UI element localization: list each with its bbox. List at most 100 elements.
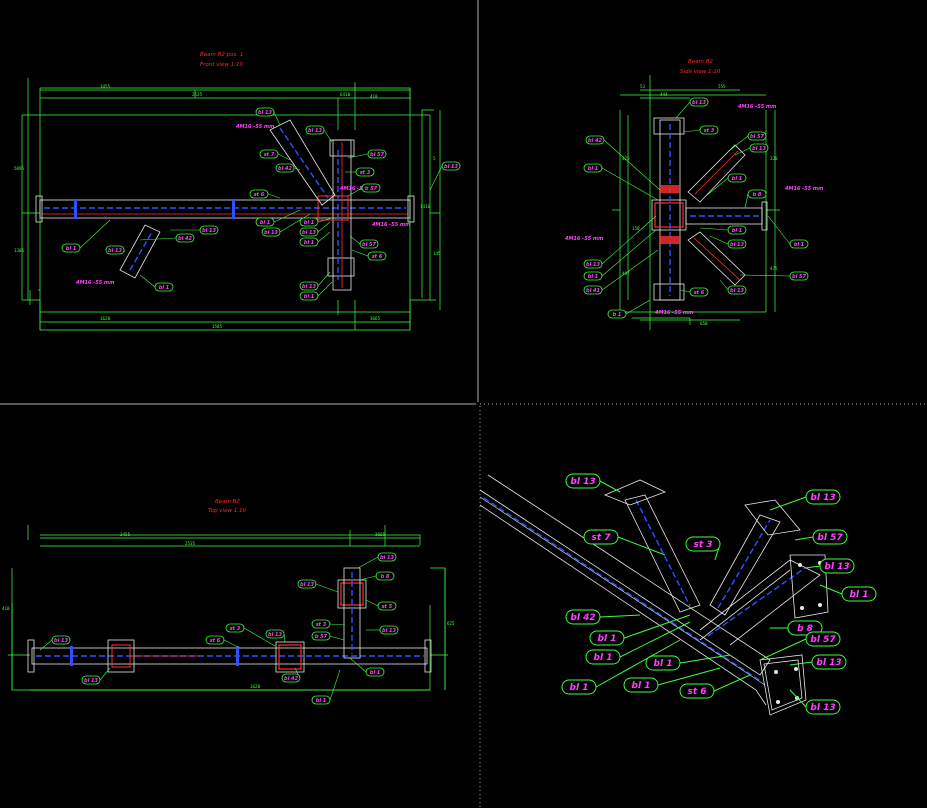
iso-view-part-tag[interactable]: bl 13 [789,654,847,670]
front-view-part-tag[interactable]: bl 1 [299,281,333,301]
iso-view-part-tag[interactable]: bl 1 [819,584,877,602]
side-view-part-tag[interactable]: st 3 [683,125,719,135]
iso-view-part-tag[interactable]: bl 1 [561,639,681,695]
side-view-part-tag[interactable]: bl 1 [583,229,657,281]
top-view-part-tag[interactable]: b 57 [311,631,345,641]
leader-line [679,289,691,293]
iso-view-part-tag[interactable]: bl 1 [585,621,691,665]
front-view-part-tag[interactable]: st 6 [249,189,281,199]
tag-label: bl 13 [692,100,707,106]
top-view-part-tag[interactable]: bl 42 [281,667,301,683]
front-view-part-tag[interactable]: bl 1 [255,209,301,227]
top-view-part-tag[interactable]: st 5 [365,599,397,611]
side-view-part-tag[interactable]: bl 13 [719,279,747,295]
tag-label: bl 13 [302,284,317,290]
tag-label: bl 13 [84,678,99,684]
front-view-part-tag[interactable]: bl 13 [255,107,281,126]
leader-line [625,299,651,315]
iso-view-part-tag[interactable]: bl 1 [645,654,731,671]
iso-view-part-tag[interactable]: bl 57 [759,631,841,661]
side-view-part-tag[interactable]: bl 42 [585,135,661,191]
front-view-part-tag[interactable]: bl 13 [299,221,331,237]
side-view-part-tag[interactable]: bl 1 [583,163,659,201]
leader-line [789,689,807,708]
side-dim-1: 555 [718,84,726,89]
front-view-part-tag[interactable]: bl 1 [299,217,333,227]
tag-bubble [805,699,841,715]
side-view-part-tag[interactable]: bl 13 [583,215,657,269]
tag-label: bl 13 [264,230,279,236]
side-view-part-tag[interactable]: bl 1 [705,173,747,197]
side-view-part-tag[interactable]: bl 13 [675,97,709,119]
tag-label: bl 57 [750,134,765,140]
top-view-part-tag[interactable]: st 6 [205,635,241,649]
side-view-part-tag[interactable]: bl 13 [734,143,769,156]
top-view-part-tag[interactable]: bl 13 [265,629,286,643]
front-view-part-tag[interactable]: bl 13 [170,225,219,235]
front-view-part-tag[interactable]: st 3 [345,167,375,177]
iso-view-part-tag[interactable]: bl 13 [565,473,621,493]
front-view-part-tag[interactable]: bl 57 [347,149,387,159]
leader-line [705,177,729,197]
top-view-part-tag[interactable]: bl 1 [349,657,385,677]
iso-view-part-tag[interactable]: bl 57 [794,529,848,545]
front-view-part-tag[interactable]: bl 13 [261,213,311,237]
tag-label: bl 1 [316,698,327,704]
front-view-part-tag[interactable]: b 57 [347,183,381,197]
iso-view-part-tag[interactable]: st 7 [583,529,666,556]
tag-bubble [249,189,269,199]
top-view-part-tag[interactable]: bl 13 [81,667,111,685]
side-view-part-tag[interactable]: bl 41 [583,249,659,295]
tag-label: bl 13 [586,262,601,268]
tag-label: st 3 [693,540,712,550]
iso-view-part-tag[interactable]: st 3 [685,536,721,561]
side-view-part-tag[interactable]: st 6 [679,287,709,297]
iso-view-part-tag[interactable]: bl 1 [589,614,691,646]
side-view-part-tag[interactable]: bl 57 [729,131,767,151]
front-view-part-tag[interactable]: st 7 [259,149,291,161]
front-view-part-tag[interactable]: bl 1 [299,231,331,247]
front-view-part-tag[interactable]: bl 1 [61,219,111,253]
side-view-part-tag[interactable]: bl 57 [739,271,809,281]
top-view-part-tag[interactable]: bl 13 [357,552,397,569]
side-view-part-tag[interactable]: bl 1 [767,215,809,249]
iso-view-part-tag[interactable]: bl 13 [769,489,841,511]
side-view-part-tag[interactable]: b 1 [607,299,651,319]
tag-label: bl 1 [598,634,617,644]
front-dim-7: 1305 [14,248,25,253]
top-view-part-tag[interactable]: bl 13 [39,635,71,651]
tag-label: st 3 [360,170,371,176]
tag-bubble [747,131,767,141]
top-view-part-tag[interactable]: bl 13 [366,625,399,635]
front-main-beam [35,195,415,223]
front-view-part-tag[interactable]: bl 42 [275,163,301,173]
side-view-part-tag[interactable]: bl 13 [709,235,747,249]
front-view-part-tag[interactable]: bl 1 [139,274,174,292]
top-view-part-tag[interactable]: b 8 [359,571,395,581]
iso-view-part-tag[interactable]: bl 13 [789,689,841,715]
side-view-part-tag[interactable]: bl 1 [699,225,747,235]
top-dimension-frame [8,525,448,691]
iso-view-part-tag[interactable]: bl 13 [804,558,855,574]
iso-view-part-tag[interactable]: bl 1 [623,667,721,693]
top-view-part-tag[interactable]: st 3 [225,623,276,647]
leader-line [317,221,331,233]
front-view-part-tag[interactable]: bl 13 [299,271,331,291]
leader-line [679,654,731,664]
side-dimension-frame [612,75,780,330]
front-braces [119,119,336,279]
top-view-part-tag[interactable]: bl 1 [311,669,341,705]
side-view-part-tag[interactable]: b 8 [744,189,767,209]
iso-view-part-tag[interactable]: bl 42 [565,609,641,625]
front-view-part-tag[interactable]: bl 57 [349,235,379,249]
front-view-part-tag[interactable]: bl 42 [139,233,195,243]
front-view-part-tag[interactable]: bl 13 [429,161,461,191]
front-view-part-tag[interactable]: st 6 [351,249,387,261]
top-view-part-tag[interactable]: st 3 [311,619,346,629]
iso-view-part-tag[interactable]: st 6 [679,674,751,699]
front-view-part-tag[interactable]: bl 13 [105,245,126,255]
front-view-part-tag[interactable]: bl 13 [305,125,333,143]
leader-line [279,213,311,233]
top-view-part-tag[interactable]: bl 13 [297,579,339,593]
